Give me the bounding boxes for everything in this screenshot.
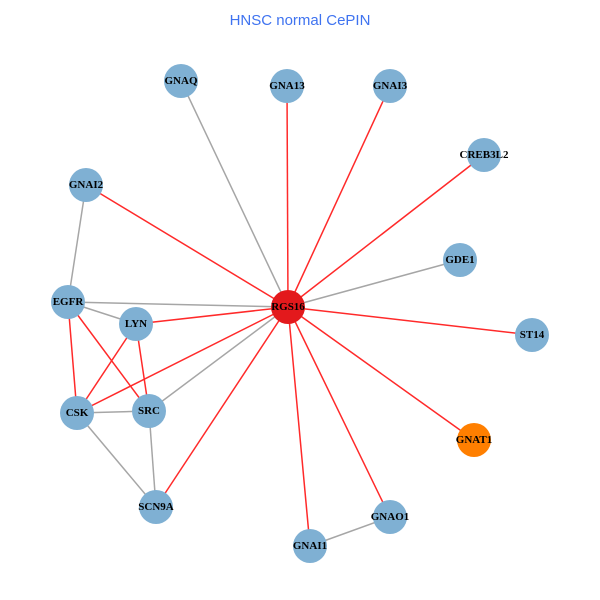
node-src[interactable]: SRC [132,394,166,428]
edge-lyn-csk [76,323,137,414]
edge-gnai2-egfr [67,184,87,303]
node-gnai3[interactable]: GNAI3 [373,69,408,103]
node-label: GNAT1 [456,434,492,446]
edge-rgs16-st14 [287,306,533,336]
node-circle [515,318,549,352]
node-label: ST14 [520,329,545,341]
node-circle [271,290,305,324]
node-circle [60,396,94,430]
edge-rgs16-gnat1 [287,306,475,441]
node-label: CREB3L2 [460,149,509,161]
node-lyn[interactable]: LYN [119,307,153,341]
node-gnai1[interactable]: GNAI1 [293,529,327,563]
node-label: GNAI1 [293,540,327,552]
edge-rgs16-src [148,306,289,412]
edge-rgs16-gnai2 [85,184,289,308]
node-circle [139,490,173,524]
node-label: CSK [66,407,89,419]
node-label: RGS16 [271,301,305,313]
edge-rgs16-gde1 [287,259,461,308]
node-label: GNAQ [165,75,198,87]
node-circle [69,168,103,202]
edge-csk-scn9a [76,412,157,508]
node-label: GNAI3 [373,80,408,92]
edge-rgs16-gna13 [286,85,289,308]
edge-rgs16-gnai3 [287,85,391,308]
node-label: GNA13 [269,80,305,92]
node-label: SCN9A [138,501,174,513]
edge-rgs16-creb3l2 [287,154,485,308]
edge-rgs16-scn9a [155,306,289,508]
node-circle [373,500,407,534]
node-circle [51,285,85,319]
node-creb3l2[interactable]: CREB3L2 [460,138,509,172]
node-gna13[interactable]: GNA13 [269,69,305,103]
node-circle [457,423,491,457]
node-gnao1[interactable]: GNAO1 [371,500,410,534]
edge-egfr-src [67,301,150,412]
diagram-title: HNSC normal CePIN [229,12,371,29]
edge-rgs16-csk [76,306,289,414]
edge-rgs16-gnaq [180,80,289,308]
node-circle [373,69,407,103]
node-label: SRC [138,405,160,417]
node-circle [132,394,166,428]
node-gnat1[interactable]: GNAT1 [456,423,492,457]
node-circle [164,64,198,98]
node-circle [119,307,153,341]
edge-rgs16-egfr [67,301,289,308]
node-rgs16[interactable]: RGS16 [271,290,305,324]
node-egfr[interactable]: EGFR [51,285,85,319]
node-st14[interactable]: ST14 [515,318,549,352]
node-circle [270,69,304,103]
node-label: EGFR [53,296,85,308]
edge-rgs16-lyn [135,306,289,325]
node-circle [467,138,501,172]
edge-egfr-csk [67,301,78,414]
node-gnaq[interactable]: GNAQ [164,64,198,98]
node-circle [443,243,477,277]
node-label: LYN [125,318,147,330]
edge-rgs16-gnai1 [287,306,311,547]
node-scn9a[interactable]: SCN9A [138,490,174,524]
node-label: GNAI2 [69,179,104,191]
node-label: GNAO1 [371,511,410,523]
node-label: GDE1 [445,254,474,266]
edge-rgs16-gnao1 [287,306,391,518]
node-csk[interactable]: CSK [60,396,94,430]
node-circle [293,529,327,563]
node-gde1[interactable]: GDE1 [443,243,477,277]
node-gnai2[interactable]: GNAI2 [69,168,104,202]
